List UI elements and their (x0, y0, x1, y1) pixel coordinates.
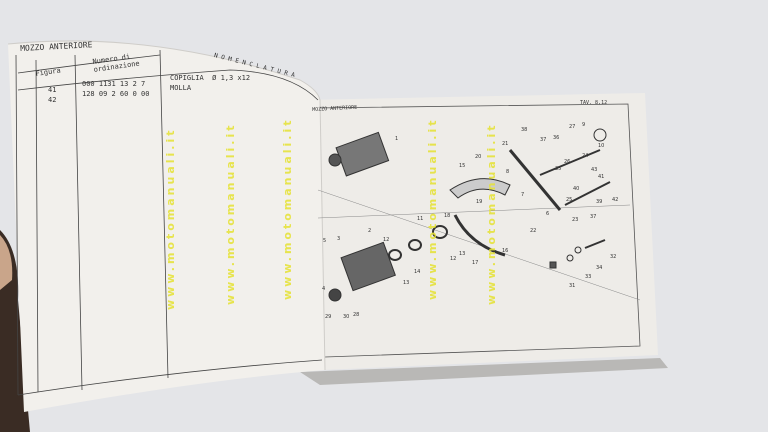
callout-33: 33 (585, 274, 591, 280)
callout-42: 42 (612, 197, 618, 203)
callout-38: 38 (521, 127, 527, 133)
callout-11: 11 (417, 216, 423, 222)
callout-2: 2 (368, 228, 371, 234)
callout-15: 15 (459, 163, 465, 169)
callout-13: 13 (459, 251, 465, 257)
left-page (8, 40, 325, 412)
page-shadow (300, 358, 668, 385)
plate-number: TAV. 8,12 (580, 100, 608, 106)
table-rules (17, 54, 319, 101)
watermark: www.motomanuali.it (281, 117, 294, 300)
exploded-diagram (317, 128, 641, 302)
callout-35: 35 (555, 166, 561, 172)
callout-31: 31 (569, 283, 575, 289)
callout-3: 3 (337, 236, 340, 242)
row-figura: 42 (48, 96, 57, 104)
thumb (0, 235, 13, 290)
callout-8: 8 (506, 169, 509, 175)
callout-19: 19 (476, 199, 482, 205)
callout-37: 37 (540, 137, 546, 143)
callout-12: 12 (383, 237, 389, 243)
callout-23: 23 (572, 217, 578, 223)
right-page-frame (315, 103, 641, 358)
callout-27: 27 (569, 124, 575, 130)
callout-9: 9 (582, 122, 585, 128)
callout-26: 26 (564, 159, 570, 165)
callout-41: 41 (598, 174, 604, 180)
callout-17: 17 (472, 260, 478, 266)
row-figura: 41 (48, 86, 57, 94)
row-descrizione: MOLLA (170, 84, 192, 92)
callout-36: 36 (553, 135, 559, 141)
watermark: www.motomanuali.it (224, 122, 237, 305)
callout-10: 10 (598, 143, 604, 149)
callout-21: 21 (502, 141, 508, 147)
callout-7: 7 (521, 192, 524, 198)
watermark: www.motomanuali.it (426, 117, 439, 300)
callout-29: 29 (325, 314, 331, 320)
callout-40: 40 (573, 186, 579, 192)
callout-30: 30 (343, 314, 349, 320)
callout-4: 4 (322, 286, 325, 292)
callout-32: 32 (610, 254, 616, 260)
watermark: www.motomanuali.it (485, 122, 498, 305)
callout-37: 37 (590, 214, 596, 220)
callout-25: 25 (566, 197, 572, 203)
callout-24: 24 (582, 153, 588, 159)
table-columns (15, 49, 169, 396)
callout-20: 20 (475, 154, 481, 160)
callout-13: 13 (403, 280, 409, 286)
row-descrizione: COPIGLIA Ø 1,3 x12 (170, 74, 251, 82)
callout-43: 43 (591, 167, 597, 173)
callout-18: 18 (444, 213, 450, 219)
row-numero: 000 1131 13 2 7 (82, 80, 146, 88)
callout-5: 5 (323, 238, 326, 244)
callout-16: 16 (502, 248, 508, 254)
callout-1: 1 (395, 136, 398, 142)
watermark: www.motomanuali.it (164, 127, 177, 310)
callout-34: 34 (596, 265, 602, 271)
callout-28: 28 (353, 312, 359, 318)
row-numero: 128 09 2 60 0 00 (82, 90, 150, 98)
callout-39: 39 (596, 199, 602, 205)
callout-6: 6 (546, 211, 549, 217)
callout-14: 14 (414, 269, 420, 275)
callout-12: 12 (450, 256, 456, 262)
right-page (305, 93, 658, 370)
callout-22: 22 (530, 228, 536, 234)
